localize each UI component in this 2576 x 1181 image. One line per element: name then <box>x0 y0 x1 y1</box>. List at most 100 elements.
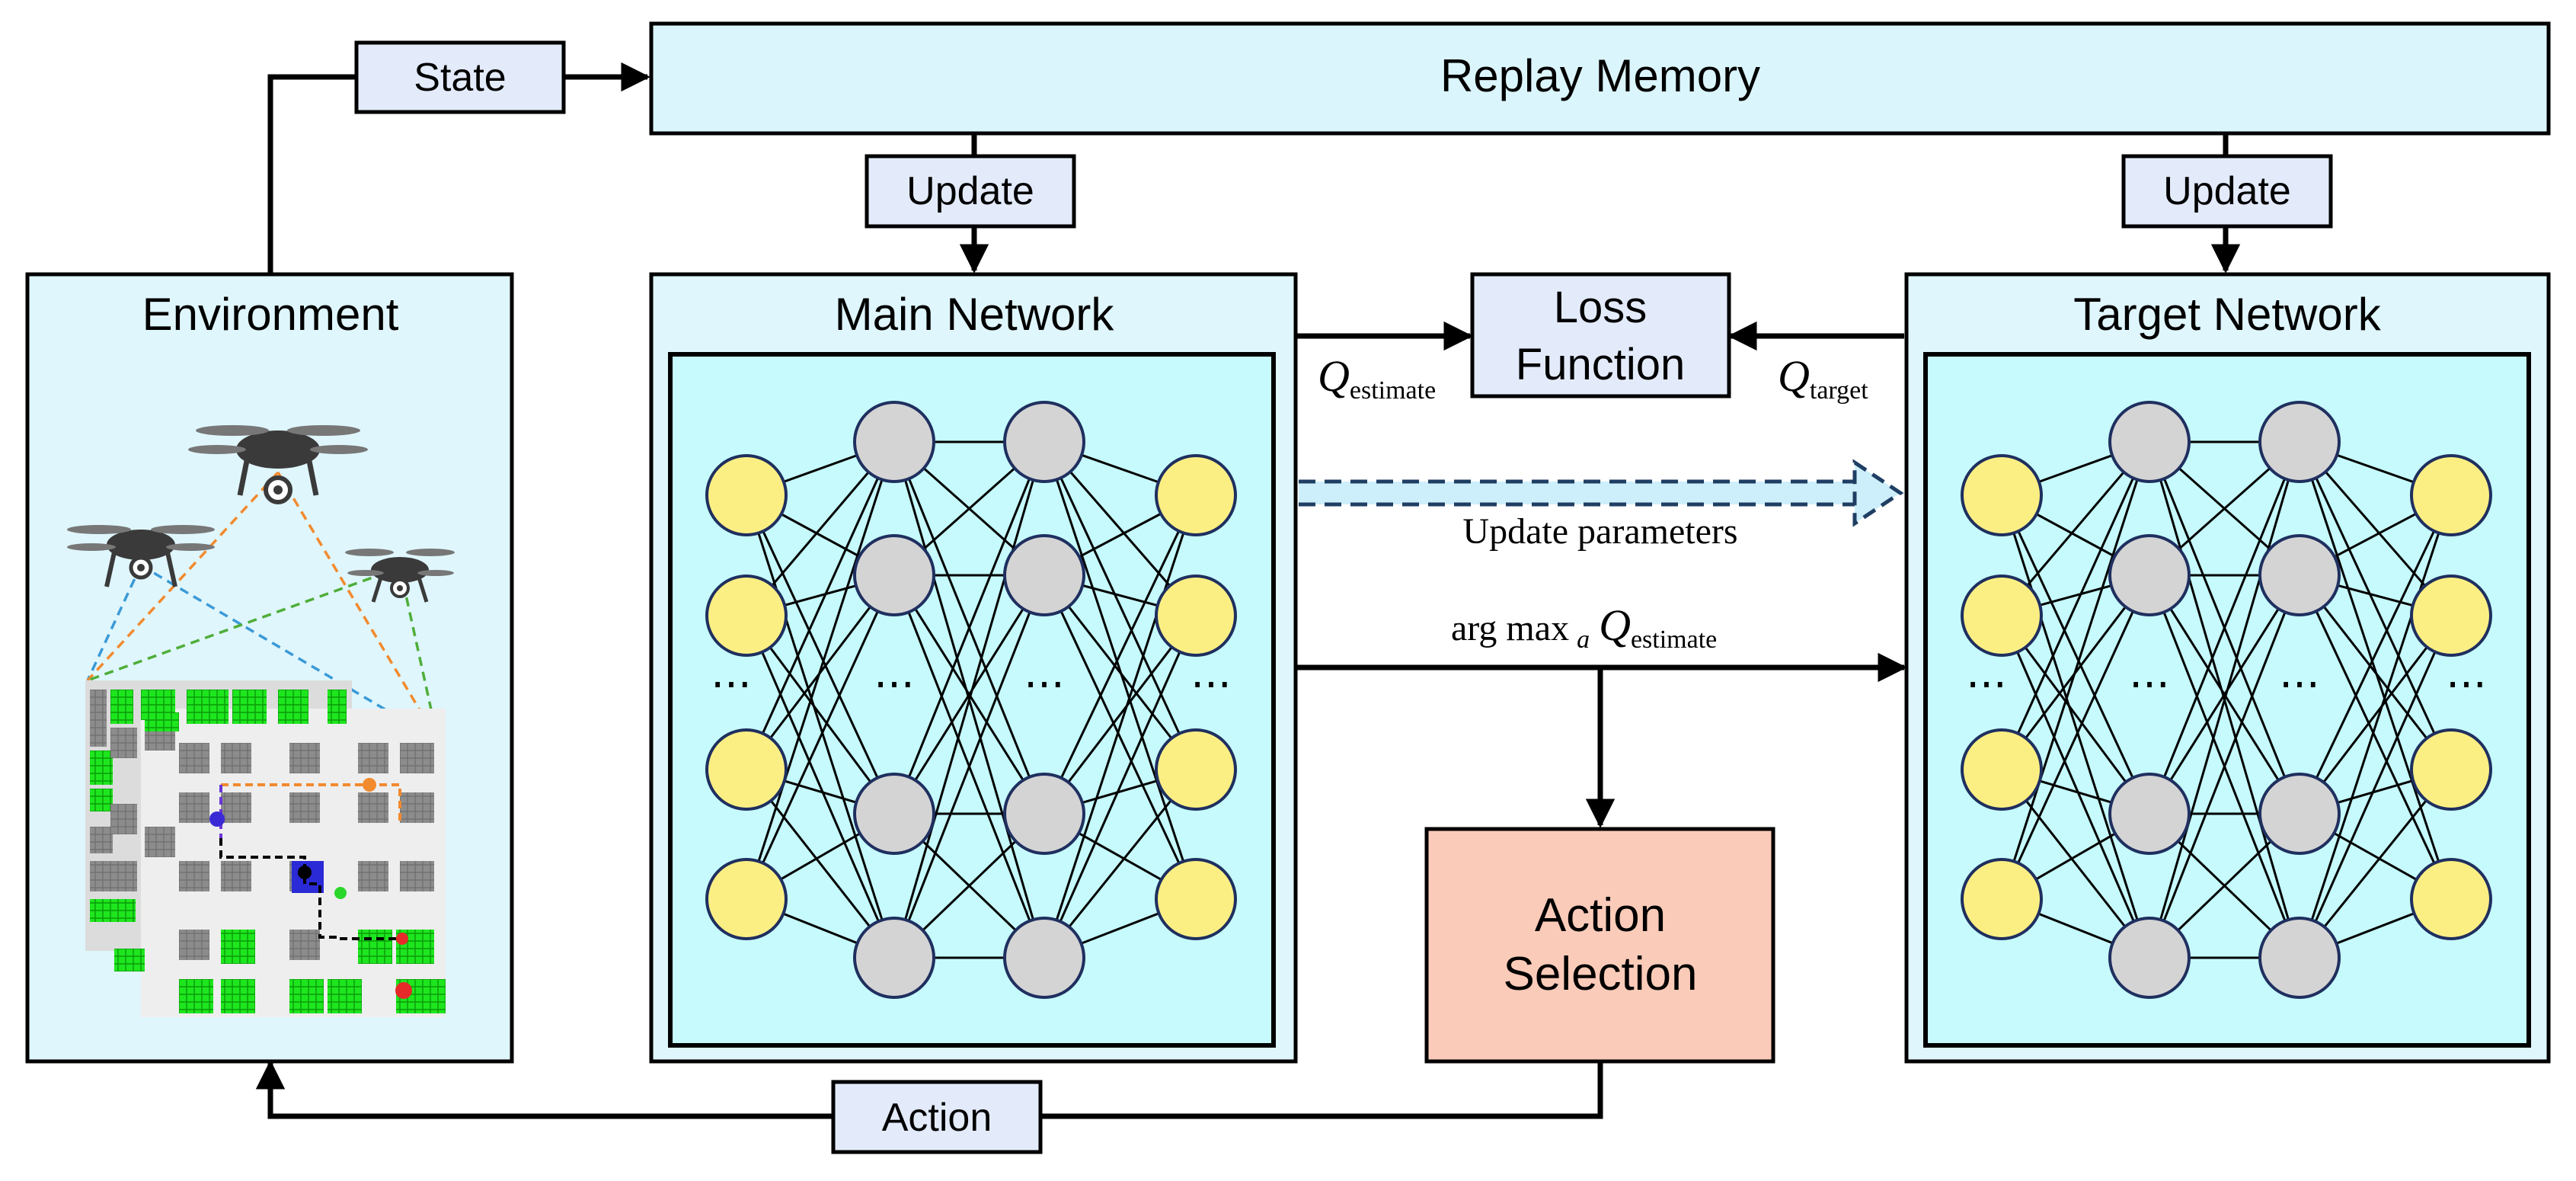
main-net-edge <box>745 615 896 959</box>
main-net-hidden-neuron <box>853 917 935 999</box>
target-net-edge <box>2148 441 2301 959</box>
action-label: Action <box>882 1096 992 1140</box>
update-left-label: Update <box>906 169 1034 213</box>
target-net-edge <box>2000 494 2151 815</box>
main-net-edge <box>745 574 896 900</box>
main-net-hidden-neuron <box>1003 534 1085 616</box>
main-net-output-neuron <box>1155 574 1237 657</box>
main-net-edge <box>745 441 896 770</box>
state-label-box <box>354 40 566 114</box>
action-selection-line1: Action <box>1535 889 1666 942</box>
target-net-edge <box>2298 615 2453 815</box>
environment-illustration <box>67 425 455 1017</box>
replay-memory-box <box>649 21 2551 136</box>
target-net-input-neuron <box>1961 728 2043 811</box>
main-net-hidden-neuron <box>1003 773 1085 855</box>
main-net-edge <box>893 574 1046 959</box>
action-selection-line2: Selection <box>1503 948 1697 1000</box>
target-net-ellipsis: ··· <box>2446 661 2486 710</box>
main-net-ellipsis: ··· <box>1191 661 1231 710</box>
update-parameters-arrow <box>1299 459 1904 527</box>
target-net-edge <box>2148 574 2301 815</box>
main-net-edge <box>1043 494 1197 959</box>
main-net-edge <box>745 494 896 959</box>
update-right-label: Update <box>2163 169 2291 213</box>
target-net-hidden-neuron <box>2108 917 2191 999</box>
target-net-hidden-neuron <box>2258 534 2341 616</box>
main-net-input-neuron <box>705 574 788 657</box>
target-net-edge <box>2000 615 2151 815</box>
target-net-input-neuron <box>1961 574 2043 657</box>
path-black <box>219 838 400 940</box>
q-estimate-label: Qestimate <box>1318 351 1436 405</box>
state-label: State <box>414 56 506 100</box>
target-net-output-neuron <box>2410 454 2492 536</box>
target-net-edge <box>2148 574 2301 959</box>
main-net-ellipsis: ··· <box>1024 661 1064 710</box>
target-net-edge <box>2000 494 2151 959</box>
main-net-hidden-neuron <box>1003 401 1085 483</box>
environment-title: Environment <box>142 289 399 340</box>
main-network-graph: ············ <box>705 401 1237 999</box>
action-label-box <box>831 1080 1043 1154</box>
main-net-edge <box>745 615 896 815</box>
main-net-edge <box>1043 615 1197 959</box>
loss-label-line1: Loss <box>1554 283 1648 332</box>
replay-memory-label: Replay Memory <box>1440 50 1760 101</box>
target-net-edge <box>2298 441 2453 770</box>
target-net-hidden-neuron <box>2108 534 2191 616</box>
target-network-title: Target Network <box>2073 289 2381 340</box>
target-net-edge <box>2298 574 2453 900</box>
target-net-hidden-neuron <box>2258 401 2341 483</box>
drone-icon-right <box>345 549 455 603</box>
target-net-ellipsis: ··· <box>1966 661 2006 710</box>
target-net-output-neuron <box>2410 858 2492 940</box>
action-selection-box <box>1424 827 1775 1064</box>
target-net-hidden-neuron <box>2108 401 2191 483</box>
main-net-edge <box>1043 441 1197 770</box>
q-target-label: Qtarget <box>1778 351 1868 405</box>
target-net-edge <box>2298 615 2453 959</box>
target-net-hidden-neuron <box>2108 773 2191 855</box>
target-net-edge <box>2298 494 2453 815</box>
main-net-input-neuron <box>705 454 788 536</box>
main-net-edge <box>1043 441 1197 900</box>
target-net-edge <box>2000 441 2151 770</box>
link-green <box>87 566 439 741</box>
update-left-box <box>865 154 1076 229</box>
update-right-box <box>2121 154 2333 229</box>
main-net-input-neuron <box>705 858 788 940</box>
target-net-output-neuron <box>2410 728 2492 811</box>
target-network-graph: ············ <box>1961 401 2492 999</box>
link-orange <box>86 471 439 741</box>
target-net-hidden-neuron <box>2258 917 2341 999</box>
target-net-edge <box>2000 574 2151 900</box>
main-net-edge <box>1043 615 1197 815</box>
target-net-input-neuron <box>1961 454 2043 536</box>
main-net-output-neuron <box>1155 858 1237 940</box>
loss-label-line2: Function <box>1516 340 1685 389</box>
main-net-edge <box>893 441 1046 959</box>
main-net-edge <box>1043 574 1197 900</box>
target-net-edge <box>2298 441 2453 900</box>
main-net-output-neuron <box>1155 454 1237 536</box>
main-net-input-neuron <box>705 728 788 811</box>
main-net-ellipsis: ··· <box>874 661 914 710</box>
drone-icon-left <box>67 525 215 587</box>
update-parameters-label: Update parameters <box>1462 511 1737 552</box>
main-net-hidden-neuron <box>853 401 935 483</box>
main-network-title: Main Network <box>835 289 1115 340</box>
target-net-output-neuron <box>2410 574 2492 657</box>
link-blue <box>86 564 439 742</box>
main-net-edge <box>745 494 896 815</box>
target-net-ellipsis: ··· <box>2129 661 2169 710</box>
main-net-hidden-neuron <box>853 773 935 855</box>
main-net-edge <box>1043 494 1197 815</box>
main-net-hidden-neuron <box>1003 917 1085 999</box>
target-net-hidden-neuron <box>2258 773 2341 855</box>
main-net-output-neuron <box>1155 728 1237 811</box>
target-net-input-neuron <box>1961 858 2043 940</box>
target-net-edge <box>2000 441 2151 900</box>
